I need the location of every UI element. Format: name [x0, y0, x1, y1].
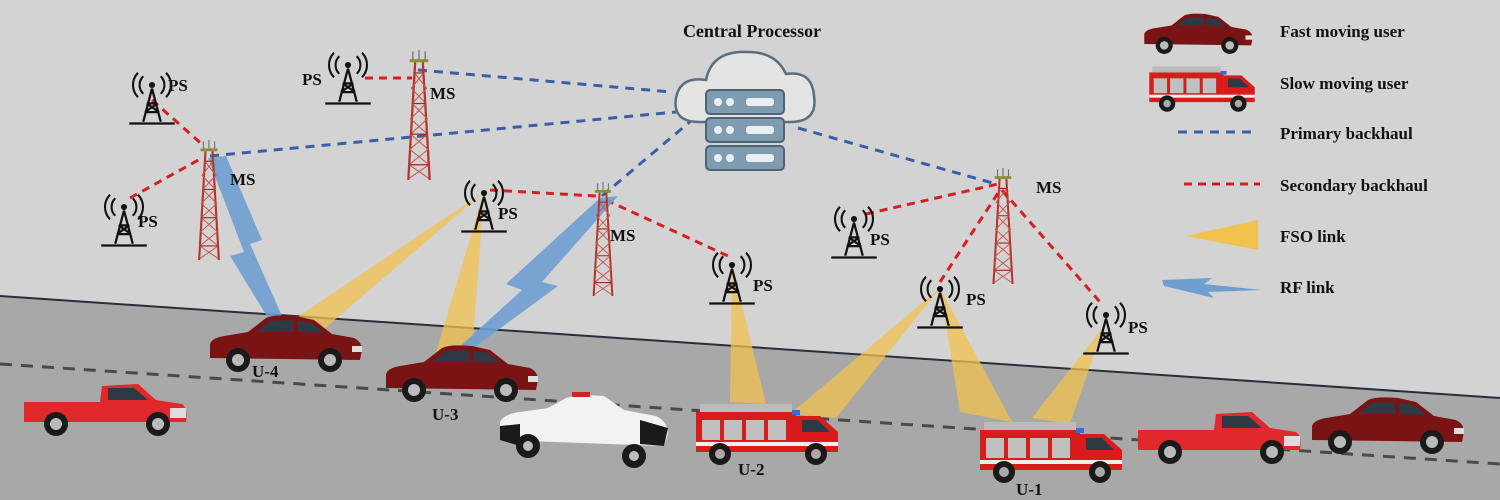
ms-label: MS	[230, 170, 256, 189]
user-labels: U-4 U-3 U-2 U-1	[252, 362, 1042, 499]
user-label-u4: U-4	[252, 362, 279, 381]
ms-label: MS	[610, 226, 636, 245]
station-labels: PS PS PS PS PS PS PS PS MS MS MS MS	[138, 70, 1148, 337]
legend-rf-swatch	[1162, 278, 1262, 298]
antenna-tower-icon	[323, 51, 373, 105]
legend-rf-label: RF link	[1280, 278, 1335, 297]
ps-label: PS	[302, 70, 322, 89]
ms-label: MS	[1036, 178, 1062, 197]
car-icon	[1144, 13, 1253, 54]
user-label-u1: U-1	[1016, 480, 1042, 499]
legend-primary-label: Primary backhaul	[1280, 124, 1413, 143]
central-processor: Central Processor	[674, 21, 821, 171]
ps-label: PS	[168, 76, 188, 95]
ps-label: PS	[498, 204, 518, 223]
legend-fast-label: Fast moving user	[1280, 22, 1405, 41]
vehicles	[24, 315, 1464, 483]
rf-links	[208, 156, 618, 352]
ps-label: PS	[753, 276, 773, 295]
ms-label: MS	[430, 84, 456, 103]
ps-label: PS	[1128, 318, 1148, 337]
primary-backhaul-links	[209, 68, 997, 198]
legend-fso-label: FSO link	[1280, 227, 1346, 246]
user-label-u3: U-3	[432, 405, 458, 424]
legend-fso-swatch	[1186, 220, 1258, 250]
fire-truck-icon	[1149, 66, 1255, 112]
ps-label: PS	[870, 230, 890, 249]
police-car-icon	[500, 392, 668, 468]
ps-label: PS	[966, 290, 986, 309]
legend: Fast moving user Slow moving user Primar…	[1144, 13, 1428, 298]
legend-secondary-label: Secondary backhaul	[1280, 176, 1428, 195]
secondary-backhaul-links	[129, 76, 1102, 303]
user-label-u2: U-2	[738, 460, 764, 479]
ps-label: PS	[138, 212, 158, 231]
central-processor-label: Central Processor	[683, 21, 821, 41]
legend-slow-label: Slow moving user	[1280, 74, 1409, 93]
